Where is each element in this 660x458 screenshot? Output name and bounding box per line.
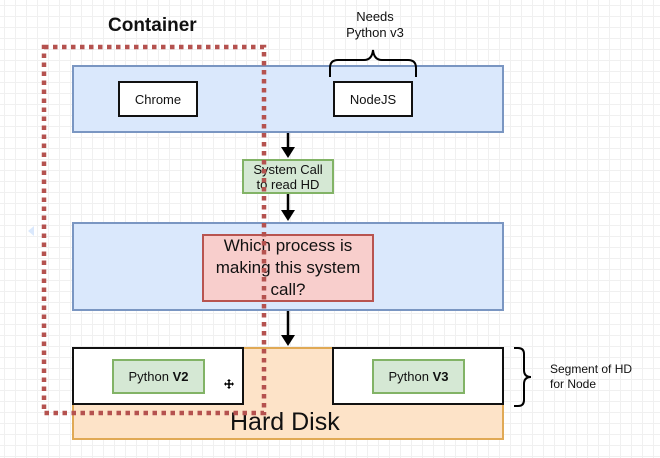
needs-python-annotation: Needs Python v3 bbox=[330, 9, 420, 41]
arrow-kernel-to-disk bbox=[281, 311, 295, 346]
question-line2: making this system bbox=[215, 258, 361, 277]
question-line1: Which process is bbox=[223, 236, 353, 255]
arrow-syscall-to-kernel bbox=[281, 194, 295, 221]
python-v2-box[interactable]: Python V2 bbox=[112, 359, 205, 394]
python-v3-label: Python V3 bbox=[388, 369, 449, 384]
segment-annotation-line1: Segment of HD bbox=[550, 362, 633, 376]
arrow-app-to-syscall bbox=[281, 133, 295, 158]
segment-annotation-line2: for Node bbox=[550, 377, 597, 391]
nodejs-process-box[interactable]: NodeJS bbox=[333, 81, 413, 117]
hard-disk-label: Hard Disk bbox=[230, 408, 340, 436]
chrome-label: Chrome bbox=[134, 91, 182, 107]
python-v3-box[interactable]: Python V3 bbox=[372, 359, 465, 394]
container-label: Container bbox=[108, 15, 197, 36]
nodejs-label: NodeJS bbox=[349, 91, 397, 107]
system-call-box[interactable]: System Call to read HD bbox=[242, 159, 334, 194]
question-line3: call? bbox=[270, 280, 306, 299]
system-call-line1: System Call bbox=[253, 161, 323, 177]
needs-python-line1: Needs bbox=[356, 9, 394, 24]
right-curly-brace bbox=[514, 347, 532, 407]
which-process-question-box[interactable]: Which process is making this system call… bbox=[202, 234, 374, 302]
needs-python-line2: Python v3 bbox=[346, 25, 404, 40]
python-v2-label: Python V2 bbox=[128, 369, 189, 384]
chrome-process-box[interactable]: Chrome bbox=[118, 81, 198, 117]
connection-hint-icon bbox=[28, 226, 34, 236]
system-call-line2: to read HD bbox=[256, 176, 320, 192]
segment-annotation: Segment of HD for Node bbox=[550, 362, 632, 392]
